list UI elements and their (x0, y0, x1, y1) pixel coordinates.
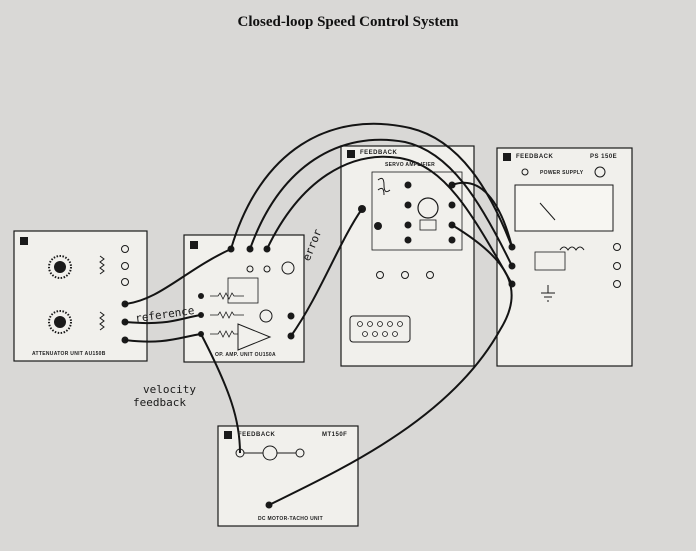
socket (613, 280, 621, 288)
wire (249, 138, 513, 267)
socket (374, 222, 382, 230)
socket (121, 278, 129, 286)
servo-brand-label: FEEDBACK (360, 150, 398, 156)
servo-amplifier-unit (340, 145, 475, 367)
attenuator-knob-1 (48, 255, 72, 279)
opamp-unit-label: OP. AMP. UNIT OU150A (215, 352, 276, 358)
feedback-network (227, 277, 259, 304)
wire (124, 333, 202, 343)
wire (290, 208, 363, 337)
feedback-logo (20, 237, 28, 245)
feedback-label: feedback (133, 396, 186, 409)
d-connector (349, 315, 411, 343)
socket (121, 262, 129, 270)
ground-icon (541, 285, 555, 302)
socket (613, 262, 621, 270)
wiring (124, 122, 513, 506)
wire (200, 333, 241, 454)
socket (287, 312, 295, 320)
servo-name-label: SERVO AMPLIFIER (385, 162, 436, 168)
psu-model-label: PS 150E (590, 154, 618, 160)
psu-name-label: POWER SUPPLY (540, 170, 584, 176)
psu-brand-label: FEEDBACK (516, 154, 554, 160)
attenuator-unit-label: ATTENUATOR UNIT AU150B (32, 351, 106, 357)
motor-brand-label: FEEDBACK (238, 432, 276, 438)
socket (613, 243, 621, 251)
motor-tacho-unit (217, 425, 359, 527)
socket (121, 245, 129, 253)
power-lamp (521, 168, 529, 176)
opamp-unit (183, 234, 305, 363)
attenuator-knob-2 (48, 310, 72, 334)
diagram-title: Closed-loop Speed Control System (237, 14, 459, 30)
motor-model-label: MT150F (322, 432, 348, 438)
velocity-label: velocity (143, 383, 196, 396)
wire (124, 248, 232, 305)
meter-display (514, 184, 614, 232)
wire (124, 314, 202, 325)
power-supply-unit (496, 147, 633, 367)
attenuator-unit (13, 230, 148, 362)
power-switch (594, 166, 606, 178)
wire (451, 181, 513, 248)
opamp-triangle-icon (237, 323, 272, 351)
wire (268, 224, 513, 506)
motor-name-label: DC MOTOR-TACHO UNIT (258, 516, 323, 522)
wire (266, 155, 513, 285)
